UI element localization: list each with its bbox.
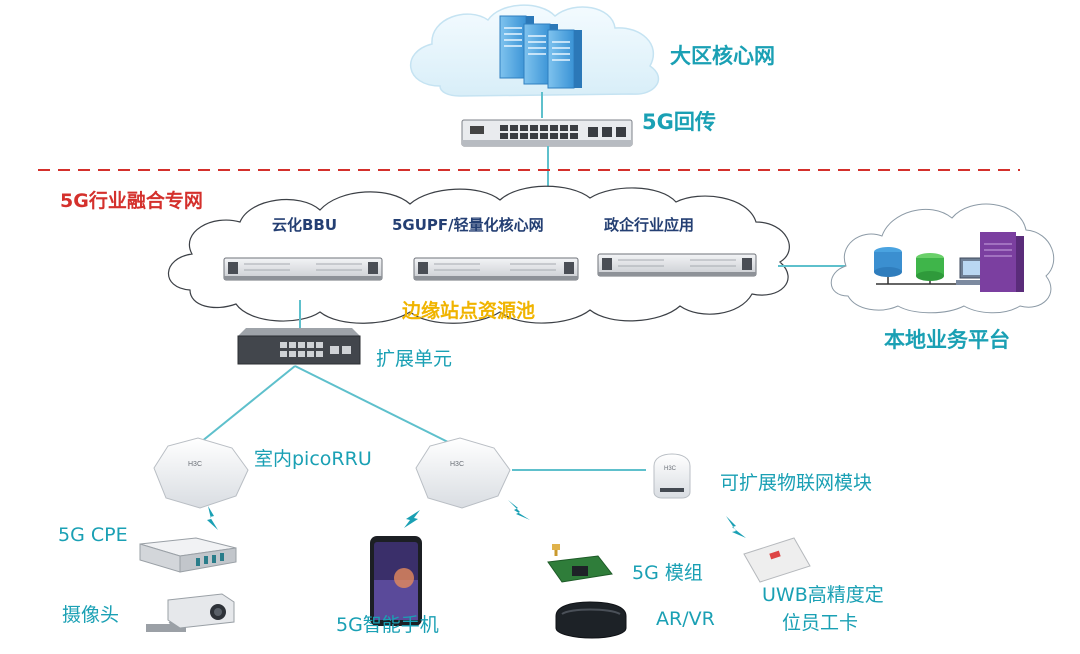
gov-apps-server-icon: [597, 253, 757, 277]
regional-core-label: 大区核心网: [670, 44, 775, 68]
upf-core-label: 5GUPF/轻量化核心网: [392, 216, 544, 234]
private-network-label: 5G行业融合专网: [60, 190, 203, 212]
arvr-headset-icon: [555, 601, 627, 639]
backhaul-switch-icon: [461, 119, 633, 147]
extension-to-pico1-link: [195, 365, 296, 447]
iot-module-brand: H3C: [664, 466, 677, 472]
backhaul-label: 5G回传: [642, 110, 716, 134]
cpe-label: 5G CPE: [58, 524, 128, 546]
module-5g-label: 5G 模组: [632, 562, 703, 584]
extension-to-pico2-link: [294, 365, 457, 447]
module-5g-icon: [547, 544, 613, 583]
cpe-device-icon: [139, 537, 237, 573]
pico-rru-label: 室内picoRRU: [254, 448, 372, 470]
wireless-bolt-phone: [404, 510, 420, 528]
gov-apps-label: 政企行业应用: [604, 216, 695, 234]
pico-rru-2-icon: H3C: [415, 437, 511, 509]
smartphone-label: 5G智能手机: [336, 614, 439, 636]
edge-pool-label: 边缘站点资源池: [402, 300, 536, 322]
uwb-badge-icon: [743, 537, 811, 583]
pico-rru-1-brand: H3C: [188, 461, 202, 468]
iot-module-label: 可扩展物联网模块: [720, 472, 873, 494]
wireless-bolt-cpe: [207, 506, 218, 530]
camera-label: 摄像头: [62, 604, 120, 626]
iot-module-icon: H3C: [653, 453, 691, 499]
core-server-rack-icon: [499, 15, 582, 89]
local-platform-label: 本地业务平台: [884, 328, 1010, 352]
edge-pool-cloud: [167, 185, 790, 324]
uwb-label-line2: 位员工卡: [782, 612, 859, 634]
wireless-links: [207, 500, 746, 538]
extension-unit-icon: [237, 328, 361, 365]
pico-rru-1-icon: H3C: [153, 437, 249, 509]
arvr-label: AR/VR: [656, 608, 715, 630]
local-platform-devices-icon: [874, 232, 1024, 292]
cloud-bbu-server-icon: [223, 257, 383, 281]
upf-core-server-icon: [413, 257, 579, 281]
extension-unit-label: 扩展单元: [376, 348, 453, 370]
cloud-bbu-label: 云化BBU: [272, 216, 338, 234]
pico-rru-2-brand: H3C: [450, 461, 464, 468]
smartphone-icon: [370, 536, 422, 626]
uwb-label-line1: UWB高精度定: [762, 584, 884, 606]
wireless-bolt-module: [508, 500, 530, 520]
camera-icon: [146, 593, 235, 632]
wireless-bolt-uwb: [726, 516, 746, 538]
